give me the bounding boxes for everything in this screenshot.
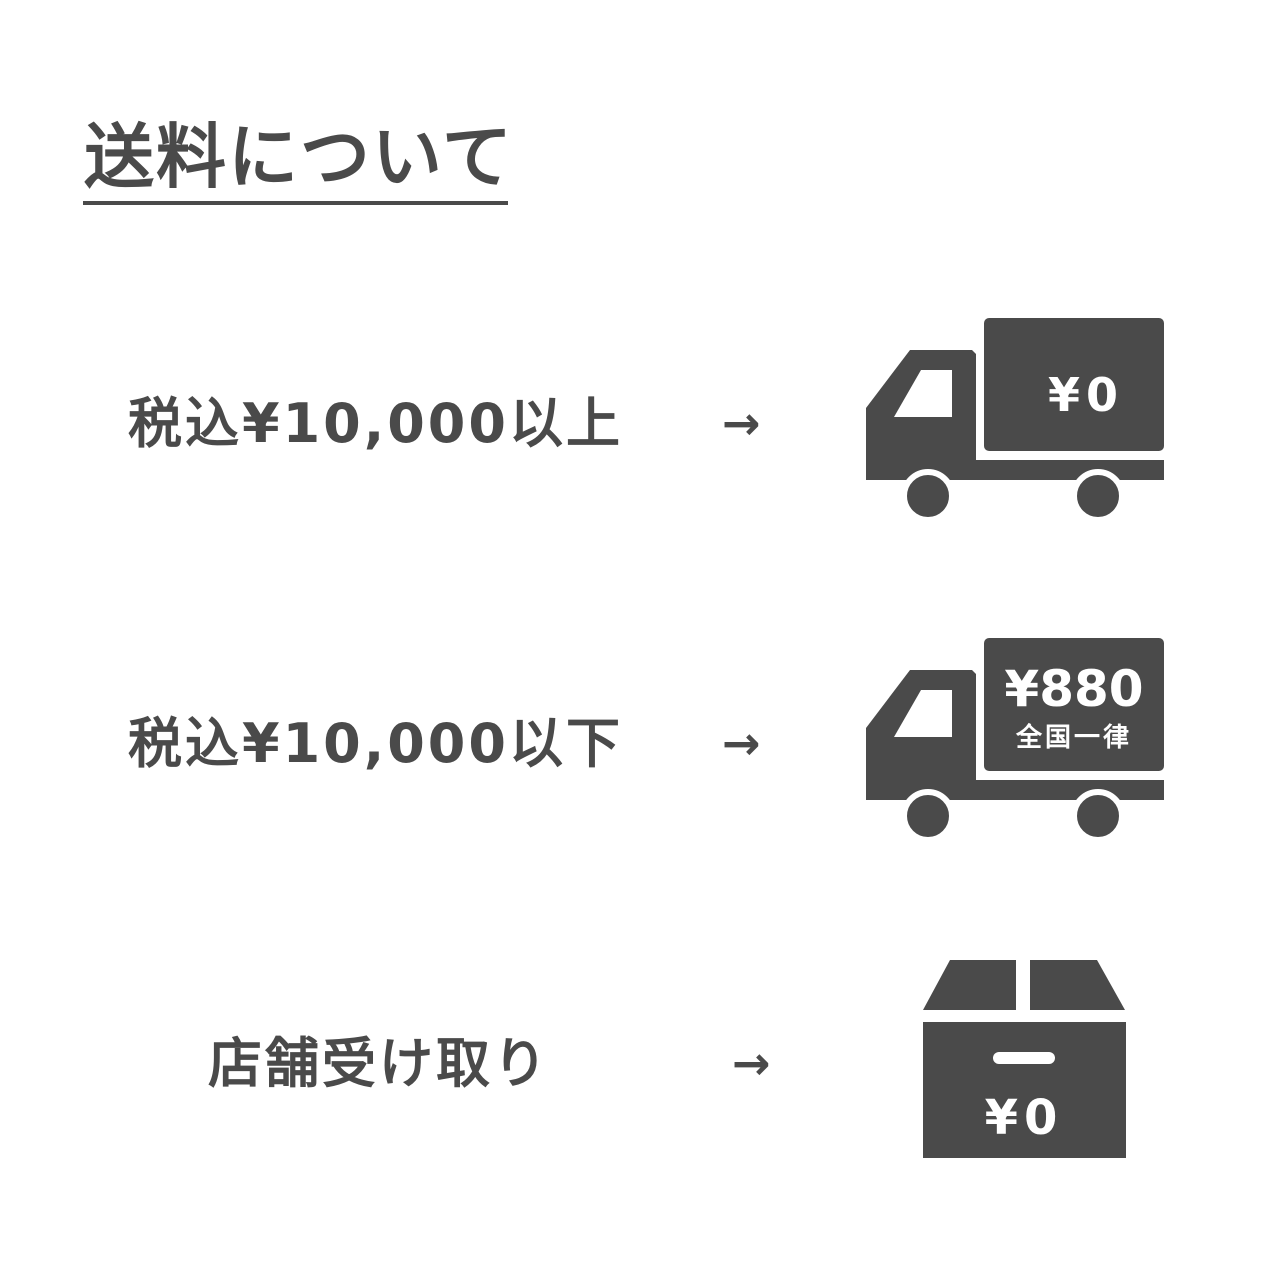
price-label: ¥0 bbox=[1048, 368, 1124, 422]
title-underline bbox=[83, 201, 508, 205]
nationwide-flat-label: 全国一律 bbox=[1015, 722, 1132, 753]
arrow-icon: → bbox=[722, 716, 761, 770]
arrow-icon: → bbox=[732, 1036, 771, 1090]
arrow-icon: → bbox=[722, 396, 761, 450]
condition-over-10000-label: 税込¥10,000以上 bbox=[128, 392, 623, 455]
condition-under-10000-label: 税込¥10,000以下 bbox=[128, 712, 623, 775]
store-pickup-label: 店舗受け取り bbox=[208, 1032, 550, 1095]
price-label: ¥880 bbox=[1004, 660, 1143, 718]
truck-icon: ¥0 bbox=[866, 318, 1166, 523]
box-icon: ¥0 bbox=[920, 958, 1130, 1160]
price-label: ¥0 bbox=[985, 1090, 1064, 1146]
page-title: 送料について bbox=[84, 116, 514, 198]
truck-icon: ¥880 全国一律 bbox=[866, 638, 1166, 843]
